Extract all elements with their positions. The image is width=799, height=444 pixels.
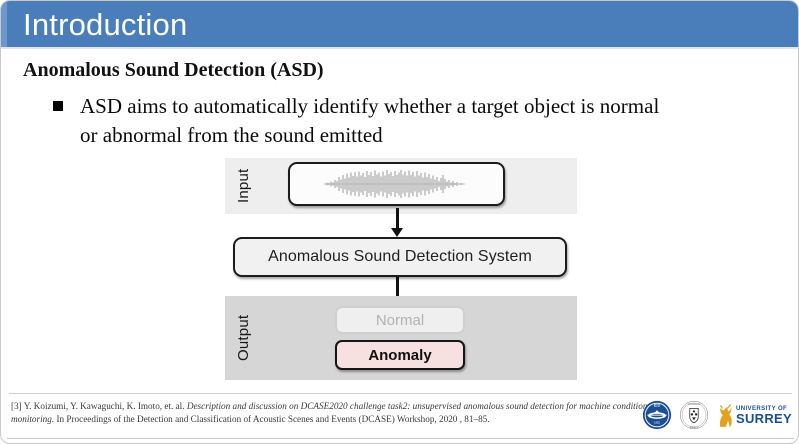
jiangsu-institute-logo: 航空 1952 [642, 400, 672, 430]
svg-text:1952: 1952 [654, 420, 660, 424]
asd-pipeline-diagram: Input [225, 158, 577, 380]
university-of-surrey-logo: UNIVERSITY OF SURREY [716, 402, 792, 428]
surrey-logo-line1: UNIVERSITY OF [736, 405, 788, 412]
bullet-item: ASD aims to automatically identify wheth… [53, 92, 753, 150]
output-panel-label: Output [235, 314, 252, 362]
footer-divider [9, 393, 792, 394]
bullet-text: ASD aims to automatically identify wheth… [80, 94, 660, 147]
university-crest-logo: UNIVERSITY SURREY [680, 401, 708, 429]
output-panel: Output Normal Anomaly [225, 296, 577, 380]
svg-text:航空: 航空 [654, 403, 661, 408]
svg-text:UNIVERSITY: UNIVERSITY [688, 404, 701, 406]
section-heading: Anomalous Sound Detection (ASD) [23, 59, 324, 81]
bottom-divider [7, 438, 794, 439]
square-bullet-icon [53, 101, 63, 111]
svg-text:SURREY: SURREY [690, 427, 699, 429]
citation-title: Description and discussion on DCASE2020 … [11, 401, 648, 424]
footer-logos: 航空 1952 UNIVERSITY SURREY UNIVERSITY OF … [642, 398, 792, 432]
stag-icon [719, 404, 732, 427]
waveform-box [288, 162, 505, 206]
input-panel: Input [225, 158, 577, 214]
citation-authors: Y. Koizumi, Y. Kawaguchi, K. Imoto, et. … [23, 401, 185, 411]
system-box: Anomalous Sound Detection System [233, 237, 567, 277]
input-panel-label: Input [235, 168, 252, 204]
surrey-logo-line2: SURREY [736, 410, 792, 426]
normal-result-box: Normal [335, 306, 465, 334]
citation-index: [3] [11, 401, 22, 411]
audio-waveform-icon [323, 170, 465, 198]
anomaly-result-box: Anomaly [335, 340, 465, 370]
citation-text: [3] Y. Koizumi, Y. Kawaguchi, K. Imoto, … [11, 400, 651, 425]
title-banner: Introduction [1, 1, 798, 49]
page-title: Introduction [23, 7, 188, 42]
citation-venue: In Proceedings of the Detection and Clas… [56, 413, 490, 424]
